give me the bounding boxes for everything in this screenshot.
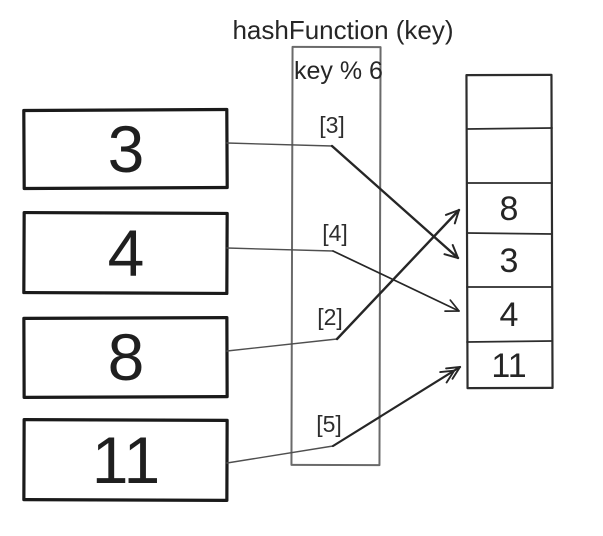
key-value-3: 3 [108, 112, 145, 186]
arrowhead-hash5-inner [439, 369, 456, 384]
hash-output-labels: [3] [4] [2] [5] [316, 112, 348, 437]
hash-table-outline [465, 73, 554, 390]
arrowhead-hash3 [443, 244, 459, 259]
key-box-11 [22, 418, 229, 502]
hash-table-divider [466, 127, 553, 130]
hash-table-cell-5: 11 [491, 347, 526, 385]
hash-table-divider [466, 340, 553, 343]
hash-table: 8 3 4 11 [465, 73, 554, 390]
arrow-hash5-to-slot11 [331, 365, 462, 448]
key-box-8 [22, 316, 229, 399]
key-value-8: 8 [108, 320, 145, 394]
hash-table-cell-2: 8 [500, 190, 519, 228]
arrowhead-hash4 [444, 299, 460, 312]
key-box-3 [22, 107, 229, 191]
hash-table-cell-3: 3 [500, 242, 519, 280]
line-key11-to-hash [226, 445, 334, 464]
key-value-11: 11 [92, 423, 161, 497]
hash-to-table-arrows [330, 144, 462, 448]
arrowhead-hash2 [444, 209, 460, 225]
hash-table-divider [466, 232, 553, 235]
hash-formula-label: key % 6 [294, 57, 383, 85]
hash-output-label-2: [2] [317, 304, 343, 330]
hash-output-label-3: [3] [319, 112, 345, 138]
key-box-4 [22, 210, 229, 296]
line-key8-to-hash [226, 338, 338, 352]
key-boxes: 3 4 8 11 [22, 107, 229, 502]
arrow-hash2-to-slot8 [335, 208, 461, 341]
hash-function-box [290, 45, 382, 467]
key-to-hash-lines [226, 142, 338, 464]
key-value-4: 4 [108, 216, 145, 290]
arrow-hash4-to-slot4 [332, 250, 460, 312]
line-key4-to-hash [226, 247, 334, 252]
hash-table-cell-4: 4 [500, 296, 519, 334]
diagram-title: hashFunction (key) [232, 15, 453, 45]
line-key3-to-hash [226, 142, 333, 147]
arrowhead-hash5 [445, 366, 461, 380]
hash-output-label-5: [5] [316, 411, 342, 437]
hash-output-label-4: [4] [322, 220, 348, 246]
arrow-hash3-to-slot3 [330, 144, 460, 260]
